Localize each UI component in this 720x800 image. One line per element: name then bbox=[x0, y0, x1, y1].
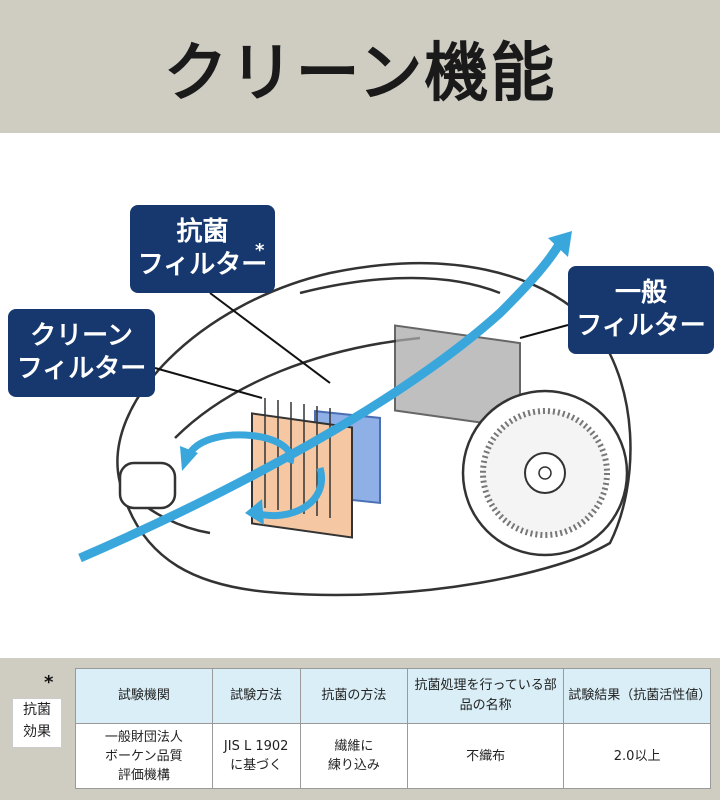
header-test-result: 試験結果（抗菌活性値） bbox=[563, 668, 711, 724]
swirl-arrow-1 bbox=[187, 431, 295, 465]
effect-label-line2: 効果 bbox=[23, 724, 51, 740]
header-test-method: 試験方法 bbox=[211, 668, 301, 724]
cell-antibacterial-method: 繊維に 練り込み bbox=[299, 723, 408, 789]
label-antibacterial-line2: フィルター bbox=[137, 250, 268, 280]
label-antibacterial-line1: 抗菌 bbox=[176, 217, 229, 247]
header-band bbox=[0, 0, 720, 133]
label-general-line2: フィルター bbox=[576, 311, 706, 341]
swirl-arrow-1-head bbox=[180, 446, 198, 471]
swirl-arrow-2-head bbox=[245, 499, 264, 525]
spec-table-header-row: 試験機関 試験方法 抗菌の方法 抗菌処理を行っている部品の名称 試験結果（抗菌活… bbox=[75, 668, 711, 724]
effect-label-line1: 抗菌 bbox=[23, 702, 51, 718]
label-antibacterial-filter: 抗菌 フィルター bbox=[130, 205, 275, 293]
cell-test-result: 2.0以上 bbox=[563, 723, 711, 789]
label-antibacterial-mark: * bbox=[255, 240, 265, 261]
hose-inlet bbox=[118, 461, 177, 510]
page-title: クリーン機能 bbox=[163, 37, 557, 111]
leader-clean bbox=[154, 367, 263, 399]
cell-test-organization: 一般財団法人 ボーケン品質 評価機構 bbox=[75, 723, 213, 789]
wheel bbox=[461, 389, 629, 557]
table-row: 一般財団法人 ボーケン品質 評価機構 JIS L 1902 に基づく 繊維に 練… bbox=[75, 723, 711, 789]
label-general-line1: 一般 bbox=[614, 278, 667, 308]
leader-general bbox=[519, 324, 569, 339]
label-clean-line2: フィルター bbox=[16, 354, 147, 384]
cell-test-method: JIS L 1902 に基づく bbox=[211, 723, 301, 789]
spec-table: 試験機関 試験方法 抗菌の方法 抗菌処理を行っている部品の名称 試験結果（抗菌活… bbox=[75, 668, 711, 789]
vacuum-illustration bbox=[78, 231, 632, 597]
label-clean-line1: クリーン bbox=[30, 321, 133, 351]
label-clean-filter: クリーン フィルター bbox=[8, 309, 155, 397]
header-antibacterial-method: 抗菌の方法 bbox=[299, 668, 408, 724]
footer-mark: * bbox=[44, 672, 54, 693]
swirl-arrow-2 bbox=[254, 467, 326, 520]
airflow-arrow bbox=[78, 240, 564, 563]
general-filter-shape bbox=[394, 324, 521, 430]
header-test-organization: 試験機関 bbox=[75, 668, 213, 724]
airflow-arrow-head bbox=[548, 231, 572, 257]
cell-treated-part: 不織布 bbox=[406, 723, 565, 789]
header-treated-part: 抗菌処理を行っている部品の名称 bbox=[406, 668, 565, 724]
effect-label: 抗菌 効果 bbox=[12, 698, 62, 748]
leader-antibacterial bbox=[209, 292, 331, 384]
label-general-filter: 一般 フィルター bbox=[568, 266, 714, 354]
